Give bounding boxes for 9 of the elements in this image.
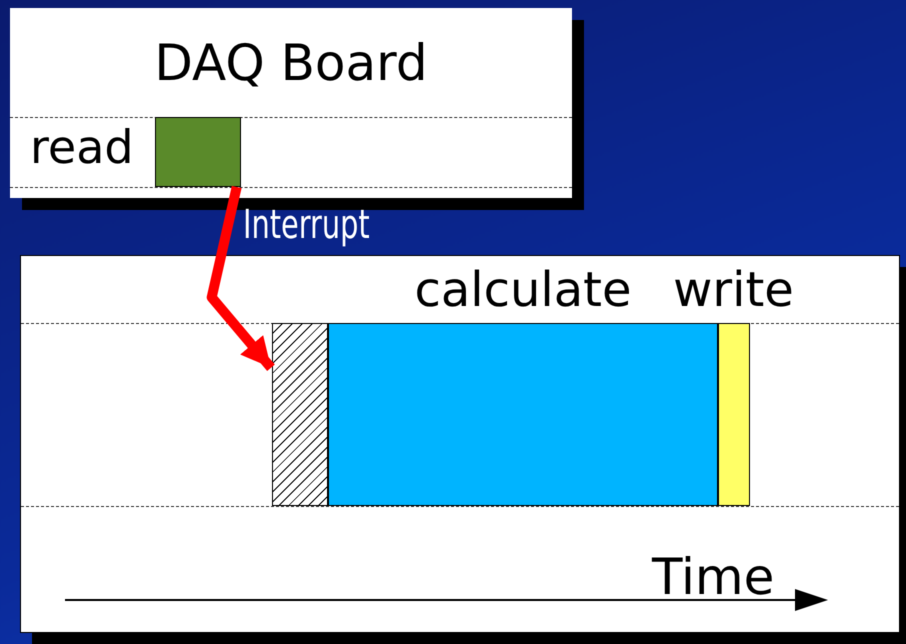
block-label: read (30, 124, 134, 170)
hatched-block (272, 323, 328, 506)
read-block (155, 117, 241, 187)
panel-title: DAQ Board (153, 38, 429, 88)
edge-label: Interrupt (243, 205, 370, 245)
block-label: write (672, 266, 795, 314)
arrow (206, 186, 275, 371)
axis-label: Time (652, 552, 774, 602)
panel (10, 8, 572, 198)
